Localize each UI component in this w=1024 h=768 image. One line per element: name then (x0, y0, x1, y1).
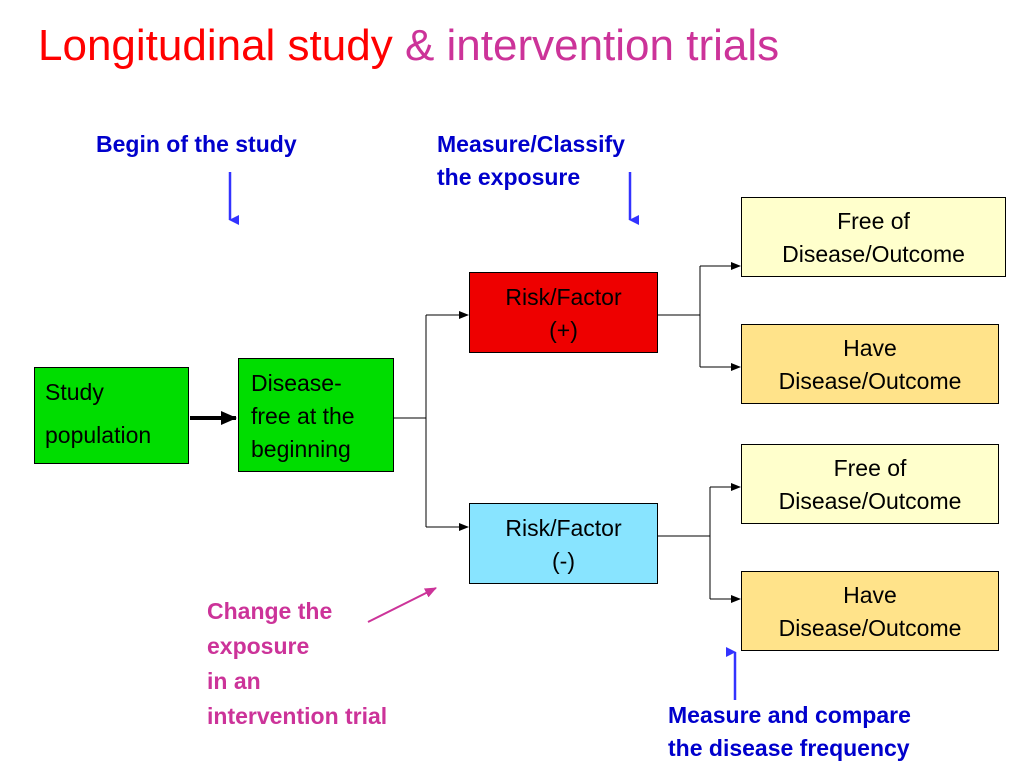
intervention-arrow (367, 587, 437, 623)
risk-pos-line-1: Risk/Factor (505, 284, 622, 310)
change-note-line-2: exposure (207, 633, 310, 659)
study-population-line-1: Study (45, 379, 104, 405)
risk-pos-line-2: (+) (549, 317, 578, 343)
risk-neg-line-1: Risk/Factor (505, 515, 622, 541)
pos-free-line-2: Disease/Outcome (782, 241, 965, 267)
change-exposure-note: Change the exposure in an intervention t… (207, 594, 387, 734)
begin-note-text: Begin of the study (96, 131, 297, 157)
pos-have-outcome-box: Have Disease/Outcome (741, 324, 999, 404)
neg-free-line-2: Disease/Outcome (778, 488, 962, 514)
risk-factor-negative-box: Risk/Factor (-) (469, 503, 658, 584)
measure-note-line-2: the exposure (437, 164, 581, 190)
compare-note-line-2: the disease frequency (668, 735, 910, 761)
compare-frequency-note: Measure and compare the disease frequenc… (668, 699, 911, 765)
disease-free-line-2: free at the (251, 403, 355, 429)
disease-free-line-1: Disease- (251, 370, 342, 396)
study-population-line-2: population (45, 422, 152, 448)
compare-note-line-1: Measure and compare (668, 702, 911, 728)
change-note-line-3: in an (207, 668, 261, 694)
pos-have-line-1: Have (843, 335, 897, 361)
page-title: Longitudinal study & intervention trials (38, 18, 779, 74)
change-note-line-4: intervention trial (207, 703, 388, 729)
disease-free-line-3: beginning (251, 436, 351, 462)
title-part-2: & intervention trials (404, 21, 780, 70)
neg-free-outcome-box: Free of Disease/Outcome (741, 444, 999, 524)
risk-neg-line-2: (-) (552, 548, 575, 574)
pos-have-line-2: Disease/Outcome (778, 368, 962, 394)
measure-exposure-note: Measure/Classify the exposure (437, 128, 625, 194)
title-part-1: Longitudinal study (38, 21, 393, 70)
change-note-line-1: Change the (207, 598, 333, 624)
risk-factor-positive-box: Risk/Factor (+) (469, 272, 658, 353)
measure-note-line-1: Measure/Classify (437, 131, 625, 157)
pos-free-line-1: Free of (837, 208, 910, 234)
neg-have-outcome-box: Have Disease/Outcome (741, 571, 999, 651)
begin-of-study-note: Begin of the study (96, 128, 297, 161)
neg-have-line-1: Have (843, 582, 897, 608)
neg-free-line-1: Free of (833, 455, 907, 481)
study-population-box: Study population (34, 367, 189, 464)
neg-have-line-2: Disease/Outcome (778, 615, 962, 641)
disease-free-box: Disease- free at the beginning (238, 358, 394, 472)
pos-free-outcome-box: Free of Disease/Outcome (741, 197, 1006, 277)
